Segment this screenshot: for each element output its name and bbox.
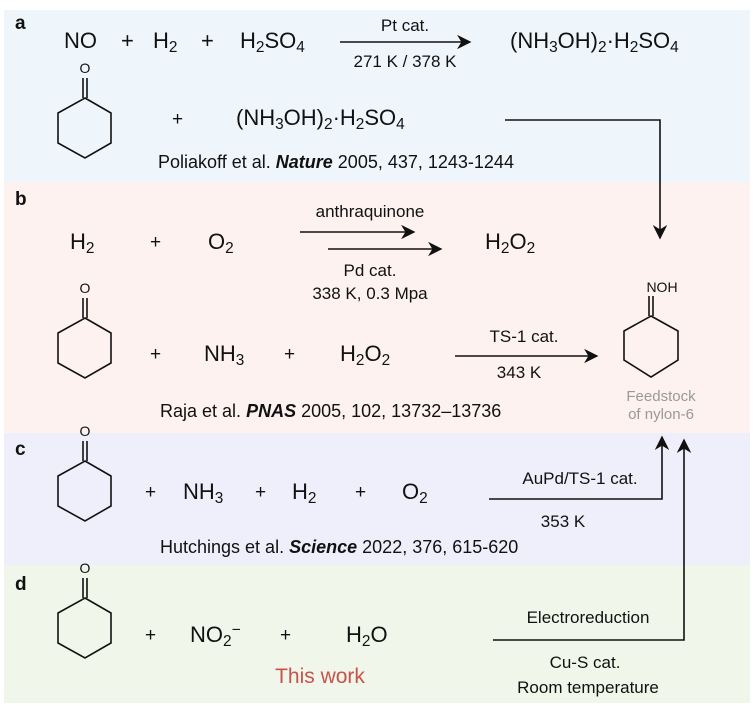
cyclohexanone-ring-a (57, 78, 112, 159)
panel-b-background (4, 182, 750, 433)
citation-b: Raja et al. PNAS 2005, 102, 13732–13736 (160, 401, 502, 421)
arrow-ts1-bottom-label: 343 K (496, 363, 542, 382)
arrow-d-top-label: Electroreduction (526, 608, 650, 627)
arrow-c-bottom-label: 353 K (540, 512, 586, 531)
arrow-d-conditions-label: Room temperature (517, 678, 659, 697)
plus: + (280, 625, 292, 646)
plus: + (255, 482, 267, 503)
cyclohexanone-ring-d (57, 578, 112, 659)
oxime-group-label: NOH (646, 279, 678, 295)
arrow-ts1-top-label: TS-1 cat. (489, 327, 559, 346)
reactant-no: NO (64, 28, 97, 53)
arrow-a-top-label: Pt cat. (380, 16, 430, 35)
panel-label-a: a (15, 13, 26, 34)
cyclohexanone-oxime-ring (623, 296, 679, 378)
nylon-label: of nylon-6 (628, 406, 694, 423)
product-hydroxylamine-sulfate: (NH3OH)2·H2SO4 (510, 28, 679, 56)
plus: + (172, 109, 184, 130)
cyclohexanone-ring-b (57, 298, 112, 379)
reactant-h2: H2 (70, 229, 95, 257)
reactant-nh3: NH3 (183, 479, 224, 507)
reactant-hydroxylamine-sulfate: (NH3OH)2·H2SO4 (236, 105, 405, 133)
plus: + (150, 232, 162, 253)
plus: + (201, 28, 214, 53)
arrow-c (489, 435, 670, 500)
plus: + (145, 482, 157, 503)
reactant-h2: H2 (292, 479, 317, 507)
panel-a-background (4, 10, 750, 182)
plus: + (284, 344, 296, 365)
reactant-h2o2: H2O2 (340, 341, 391, 369)
arrow-a-bottom-label: 271 K / 378 K (353, 52, 457, 71)
citation-a: Poliakoff et al. Nature 2005, 437, 1243-… (158, 152, 514, 172)
product-h2o2: H2O2 (485, 229, 536, 257)
feedstock-label: Feedstock (626, 388, 696, 405)
ketone-oxygen: O (79, 60, 91, 76)
reactant-nitrite: NO2− (190, 621, 241, 650)
reactant-h2: H2 (153, 28, 178, 56)
arrow-d-catalyst-label: Cu-S cat. (549, 653, 621, 672)
cyclohexanone-ring-c (57, 441, 112, 522)
reactant-h2so4: H2SO4 (240, 28, 305, 56)
arrow-a-to-product (505, 119, 668, 240)
reactant-nh3: NH3 (204, 341, 245, 369)
ketone-oxygen: O (79, 280, 91, 296)
citation-c: Hutchings et al. Science 2022, 376, 615-… (160, 537, 519, 557)
arrow-c-top-label: AuPd/TS-1 cat. (522, 469, 638, 488)
arrow-pd-label: Pd cat. (343, 261, 397, 280)
panel-d-background (4, 565, 750, 703)
ketone-oxygen: O (79, 423, 91, 439)
panel-label-c: c (15, 439, 26, 460)
plus: + (355, 482, 367, 503)
panel-label-b: b (15, 189, 27, 210)
ketone-oxygen: O (79, 560, 91, 576)
plus: + (121, 28, 134, 53)
arrow-pd-conditions: 338 K, 0.3 Mpa (312, 284, 428, 303)
reactant-o2: O2 (208, 229, 234, 257)
reactant-h2o: H2O (346, 622, 388, 650)
reactant-o2: O2 (402, 479, 428, 507)
panel-label-d: d (15, 574, 27, 595)
plus: + (145, 625, 157, 646)
arrow-d (493, 438, 692, 641)
arrow-anthraquinone-label: anthraquinone (315, 202, 425, 221)
this-work-label: This work (275, 665, 365, 688)
plus: + (150, 344, 162, 365)
